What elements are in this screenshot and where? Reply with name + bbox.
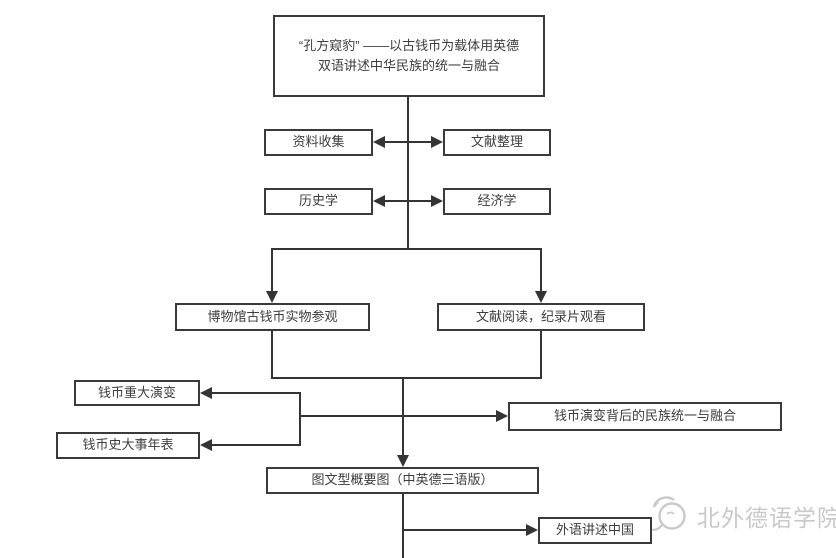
connector-line — [299, 392, 301, 446]
watermark: 北外德语学院 — [646, 494, 836, 538]
arrowhead-right — [526, 524, 538, 536]
node-trilingual-summary: 图文型概要图（中英德三语版） — [266, 467, 539, 494]
connector-line — [212, 392, 300, 394]
connector-line — [212, 444, 300, 446]
node-literature-organization: 文献整理 — [443, 129, 551, 156]
arrowhead-right — [496, 410, 508, 422]
arrowhead-down — [266, 291, 278, 303]
node-coin-evolution: 钱币重大演变 — [74, 380, 200, 406]
connector-line — [409, 200, 431, 202]
connector-line — [271, 377, 542, 379]
connector-line — [403, 529, 526, 531]
node-reading-documentary: 文献阅读，纪录片观看 — [437, 303, 645, 331]
project-title-line1: “孔方窥豹” ——以古钱币为载体用英德 — [298, 37, 520, 53]
watermark-label: 北外德语学院 — [697, 505, 836, 531]
connector-line — [402, 494, 404, 558]
connector-line — [385, 200, 407, 202]
arrowhead-right — [431, 136, 443, 148]
node-coin-timeline: 钱币史大事年表 — [56, 432, 200, 459]
node-history: 历史学 — [264, 188, 373, 215]
node-data-collection: 资料收集 — [264, 129, 373, 156]
node-economics: 经济学 — [443, 188, 551, 215]
connector-line — [407, 96, 409, 249]
arrowhead-left — [373, 195, 385, 207]
arrowhead-left — [200, 387, 212, 399]
node-national-unity: 钱币演变背后的民族统一与融合 — [508, 402, 782, 431]
arrowhead-down — [535, 291, 547, 303]
connector-line — [540, 248, 542, 291]
arrowhead-down — [397, 455, 409, 467]
connector-line — [300, 415, 496, 417]
node-museum-visit: 博物馆古钱币实物参观 — [175, 303, 370, 331]
connector-line — [271, 248, 273, 291]
connector-line — [540, 331, 542, 378]
arrowhead-right — [431, 195, 443, 207]
institute-logo-icon — [646, 493, 692, 540]
connector-line — [271, 248, 542, 250]
connector-line — [271, 331, 273, 378]
connector-line — [409, 141, 431, 143]
connector-line — [385, 141, 407, 143]
project-title-line2: 双语讲述中华民族的统一与融合 — [317, 58, 500, 73]
node-foreign-language-china: 外语讲述中国 — [538, 517, 652, 544]
node-project-title: “孔方窥豹” ——以古钱币为载体用英德 双语讲述中华民族的统一与融合 — [273, 15, 545, 97]
arrowhead-left — [373, 136, 385, 148]
arrowhead-left — [200, 439, 212, 451]
